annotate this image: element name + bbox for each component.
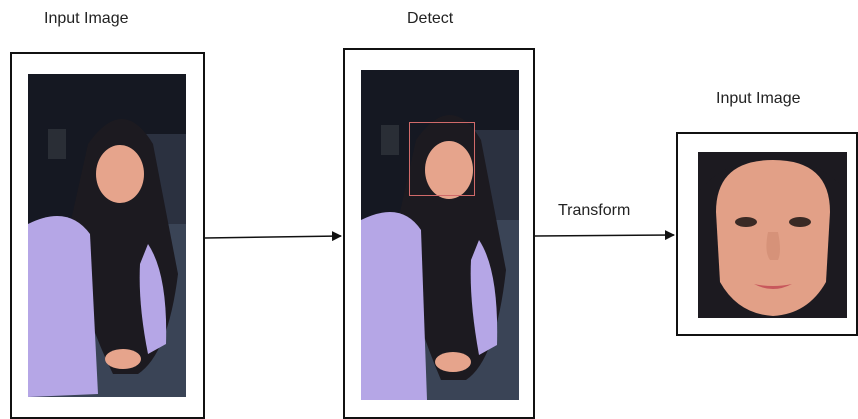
- step-1-frame: [10, 52, 205, 419]
- step-3-label: Input Image: [716, 90, 801, 107]
- step-2-frame: [343, 48, 535, 419]
- step-2-label: Detect: [407, 10, 454, 27]
- input-photo: [28, 74, 186, 397]
- transform-label: Transform: [558, 202, 631, 219]
- detect-photo: [361, 70, 519, 400]
- cropped-face-photo: [698, 152, 847, 318]
- arrow-detect-to-transform: [534, 230, 675, 241]
- step-3-frame: [676, 132, 858, 336]
- arrow-input-to-detect: [204, 231, 342, 242]
- step-1-label: Input Image: [44, 10, 129, 27]
- face-bounding-box: [409, 122, 475, 196]
